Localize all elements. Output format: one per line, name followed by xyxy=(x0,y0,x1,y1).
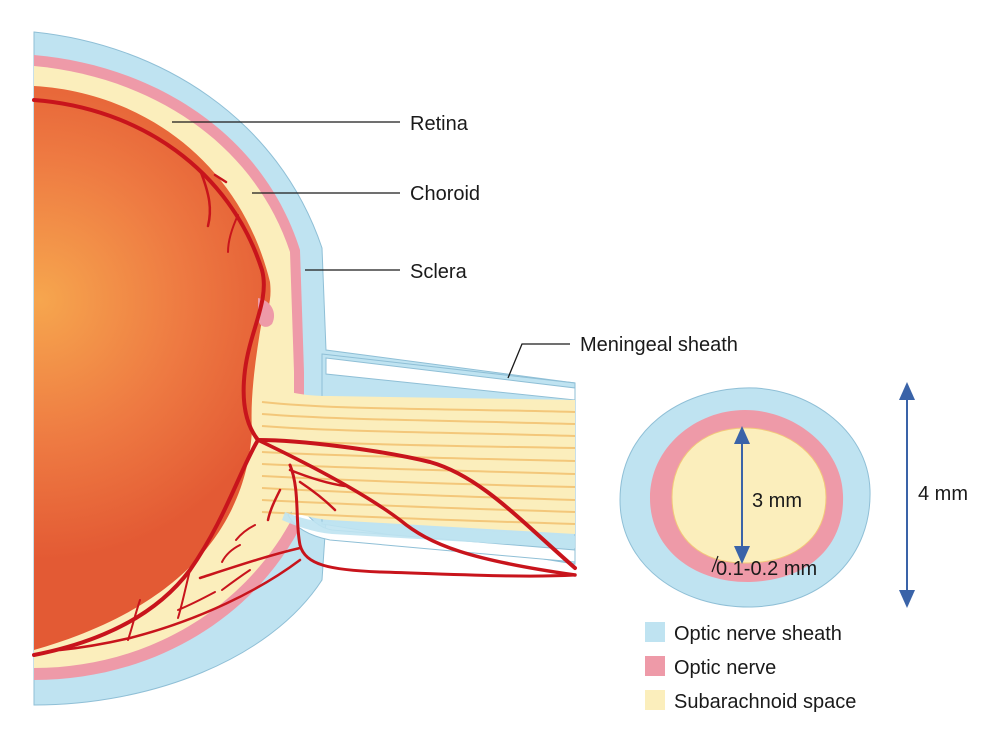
optic-nerve-cross-section: 3 mm 0.1-0.2 mm xyxy=(619,387,871,608)
legend-swatch-subarachnoid xyxy=(645,690,665,710)
meningeal-sheath-label: Meningeal sheath xyxy=(580,334,738,356)
nerve-dura-bottom xyxy=(282,512,575,548)
blood-vessels xyxy=(32,98,577,657)
legend-swatch-sheath xyxy=(645,622,665,642)
legend-swatch-nerve xyxy=(645,656,665,676)
choroid-label: Choroid xyxy=(410,183,480,205)
outer-diameter-label: 4 mm xyxy=(918,483,968,505)
cross-section-subarachnoid xyxy=(671,427,827,564)
legend: Optic nerve sheath Optic nerve Subarachn… xyxy=(645,622,856,713)
eyeball-interior xyxy=(34,86,271,650)
retina-label: Retina xyxy=(410,113,469,135)
legend-label-sheath: Optic nerve sheath xyxy=(674,623,842,645)
meningeal-sheath-leader xyxy=(507,343,570,379)
legend-label-nerve: Optic nerve xyxy=(674,657,776,679)
legend-label-subarachnoid: Subarachnoid space xyxy=(674,691,856,713)
sheath-thickness-label: 0.1-0.2 mm xyxy=(716,558,817,580)
inner-diameter-label: 3 mm xyxy=(752,490,802,512)
sclera-label: Sclera xyxy=(410,261,468,283)
sheath-thickness-pointer xyxy=(711,555,719,573)
